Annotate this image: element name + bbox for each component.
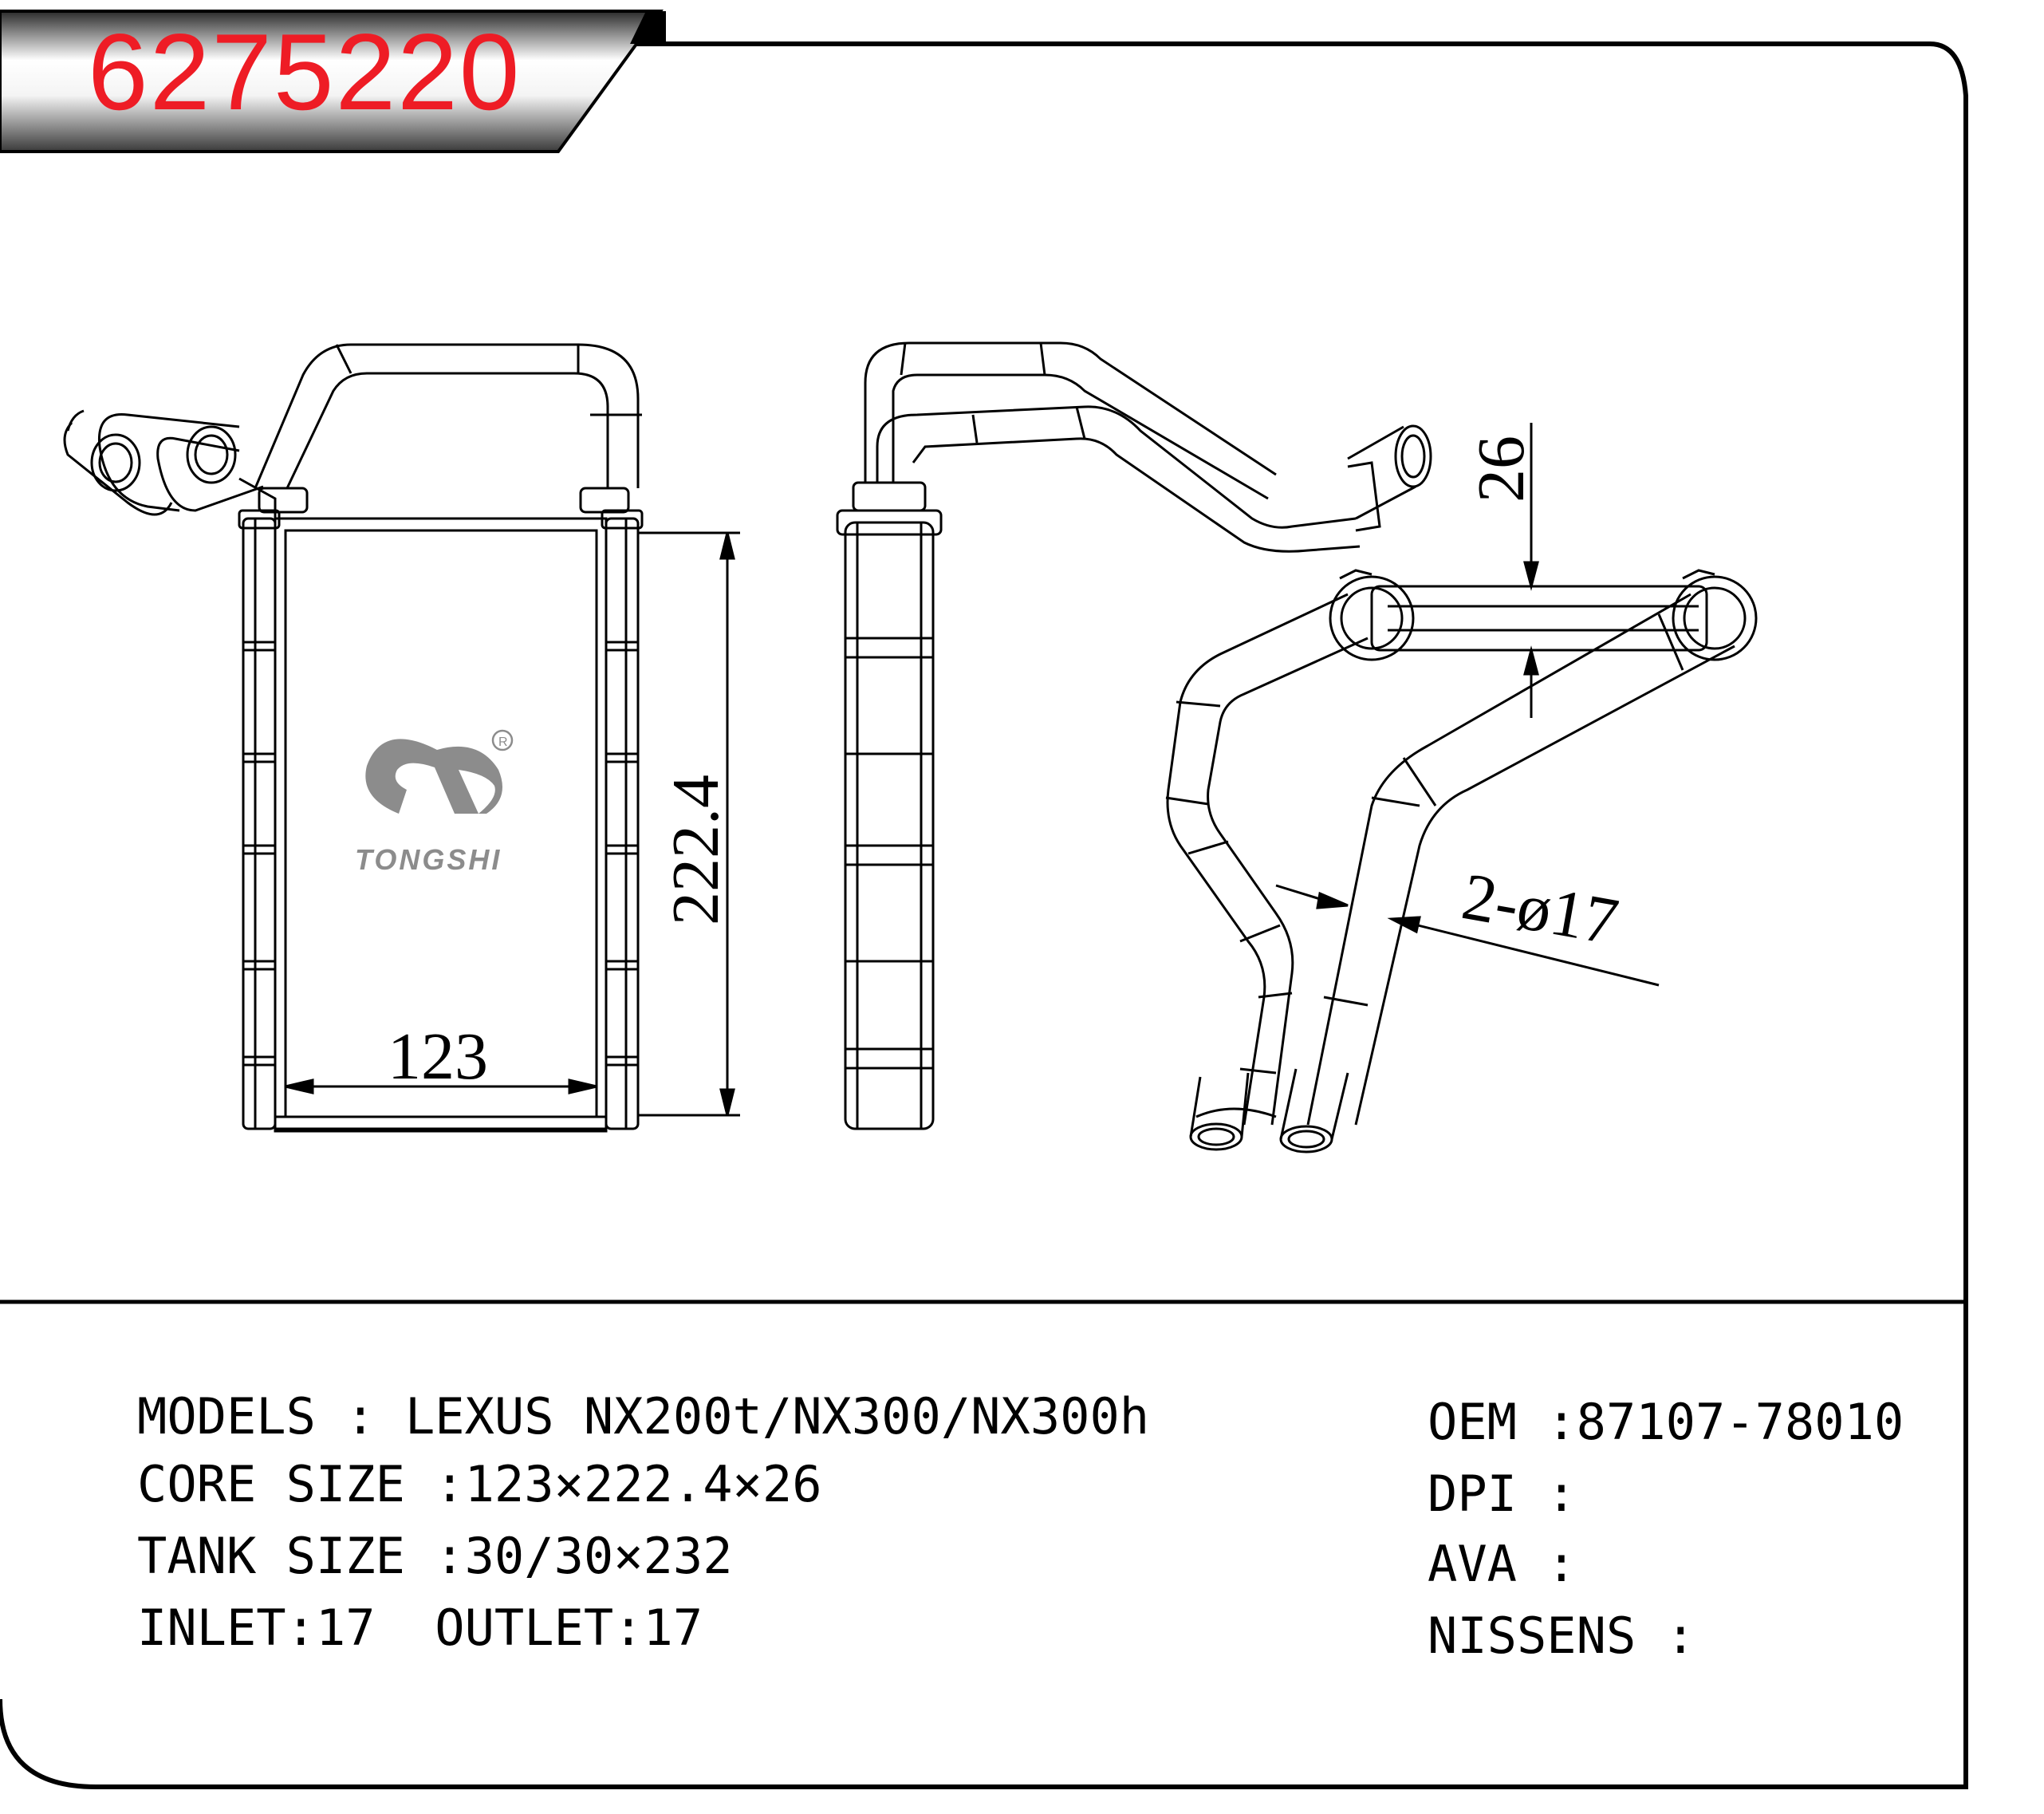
spec-dpi: DPI : <box>1428 1465 1577 1523</box>
dim-width-label: 123 <box>388 1019 488 1094</box>
part-number: 6275220 <box>88 11 522 132</box>
spec-models: MODELS : LEXUS NX200t/NX300/NX300h <box>137 1387 1150 1445</box>
registered-mark: R <box>498 735 508 749</box>
header-ribbon-tab <box>630 11 666 44</box>
spec-ava: AVA : <box>1428 1535 1577 1593</box>
outer-border <box>0 41 1968 1789</box>
tongshi-logo-mark <box>365 739 502 814</box>
header-ribbon <box>0 10 664 153</box>
dim-height-label: 222.4 <box>659 775 733 925</box>
front-top-loop <box>254 343 640 489</box>
front-view <box>63 343 644 1133</box>
dim-height <box>638 531 740 1117</box>
side-core <box>844 521 935 1130</box>
front-right-tank <box>605 517 640 1130</box>
tongshi-wordmark: TONGSHI <box>355 843 502 876</box>
pipe-view-left-pipe <box>1166 593 1349 1126</box>
side-lower-pipe <box>876 405 1357 529</box>
spec-oem: OEM :87107-78010 <box>1428 1393 1904 1451</box>
dim-thickness-label: 26 <box>1464 436 1538 503</box>
dim-pipe-diameter <box>1275 884 1660 987</box>
dim-width <box>285 1079 597 1094</box>
pipe-view-right-pipe <box>1306 593 1692 1126</box>
spec-inlet-outlet: INLET:17 OUTLET:17 <box>137 1599 703 1657</box>
spec-core-size: CORE SIZE :123×222.4×26 <box>137 1455 822 1513</box>
side-view <box>836 341 1432 1130</box>
front-core <box>274 517 608 1130</box>
pipe-view-tank <box>1370 585 1708 652</box>
side-upper-pipe <box>864 341 1277 483</box>
tongshi-logo: R TONGSHI <box>355 729 514 876</box>
front-inlet-pipe <box>156 436 264 512</box>
pipe-view <box>1165 569 1758 1153</box>
spec-tank-size: TANK SIZE :30/30×232 <box>137 1527 733 1585</box>
dim-pipe-label: 2-ø17 <box>1457 859 1624 960</box>
front-left-tank <box>242 517 277 1130</box>
dim-thickness <box>1523 423 1539 718</box>
spec-nissens: NISSENS : <box>1428 1607 1695 1665</box>
